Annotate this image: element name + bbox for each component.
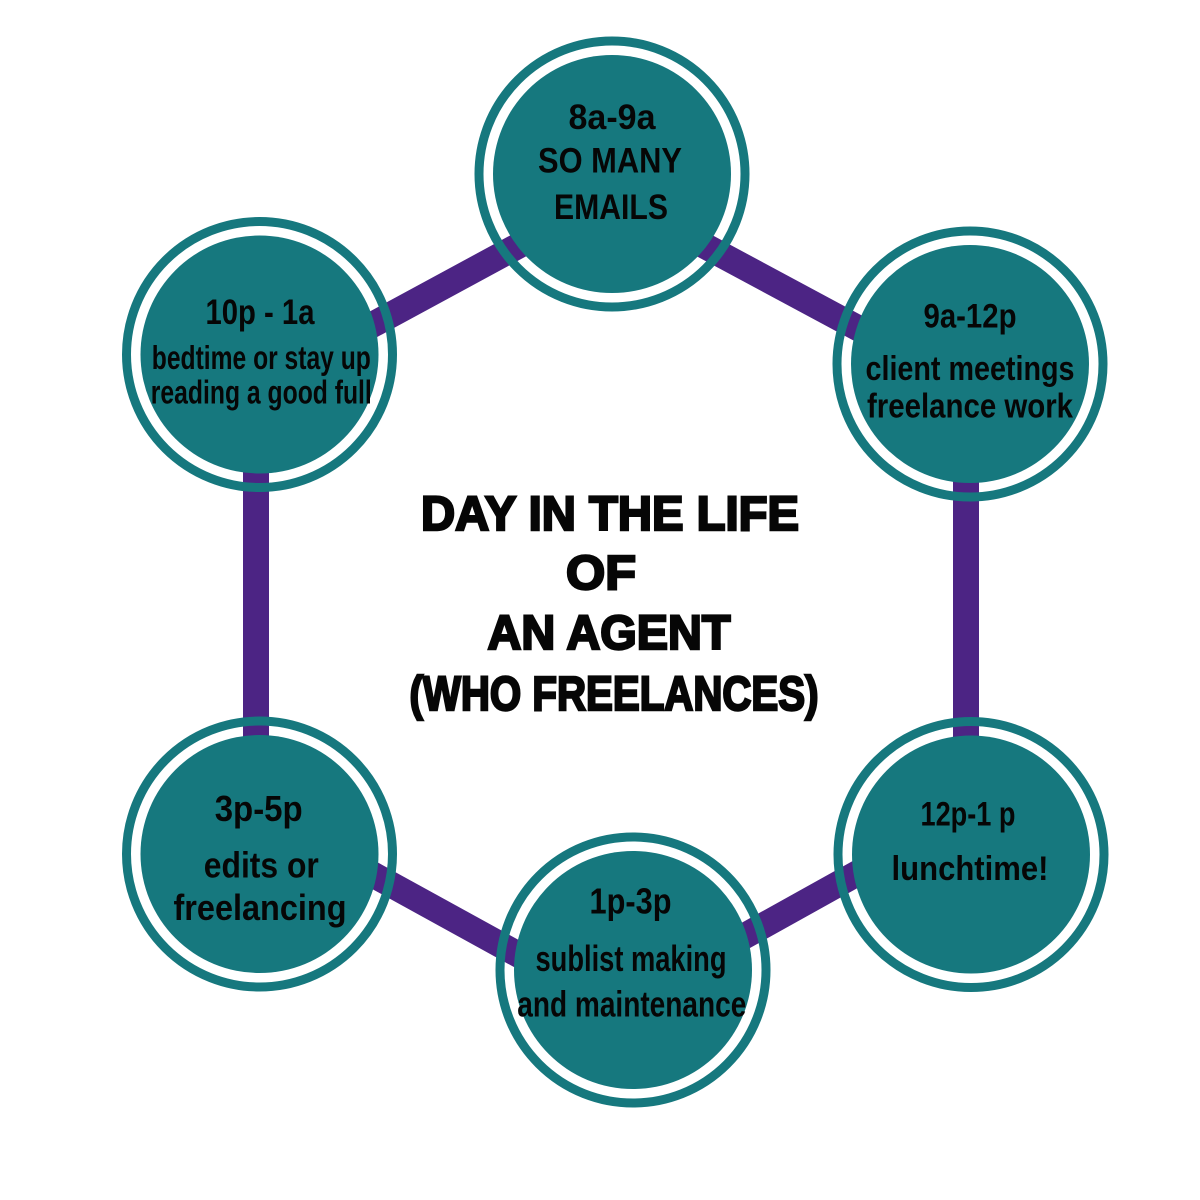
svg-text:OF: OF — [566, 547, 636, 600]
svg-text:8a-9a: 8a-9a — [569, 98, 657, 137]
svg-text:1p-3p: 1p-3p — [590, 881, 672, 922]
svg-text:DAY IN THE LIFE: DAY IN THE LIFE — [421, 488, 799, 541]
svg-text:10p - 1a: 10p - 1a — [206, 293, 315, 332]
svg-text:freelancing: freelancing — [174, 887, 347, 928]
svg-text:client meetings: client meetings — [866, 350, 1075, 388]
svg-text:(WHO FREELANCES): (WHO FREELANCES) — [410, 668, 819, 721]
svg-text:and maintenance: and maintenance — [517, 984, 746, 1025]
svg-text:EMAILS: EMAILS — [554, 188, 668, 227]
svg-text:edits or: edits or — [204, 844, 319, 885]
svg-text:SO MANY: SO MANY — [538, 142, 682, 181]
svg-text:lunchtime!: lunchtime! — [892, 850, 1049, 888]
svg-text:bedtime or stay up: bedtime or stay up — [152, 339, 371, 376]
svg-text:freelance work: freelance work — [867, 388, 1073, 426]
svg-text:sublist making: sublist making — [536, 938, 727, 979]
svg-text:AN AGENT: AN AGENT — [488, 607, 731, 660]
svg-text:reading a good full: reading a good full — [151, 374, 372, 411]
svg-text:3p-5p: 3p-5p — [215, 788, 303, 829]
svg-text:9a-12p: 9a-12p — [924, 298, 1017, 336]
svg-text:12p-1 p: 12p-1 p — [921, 796, 1016, 834]
